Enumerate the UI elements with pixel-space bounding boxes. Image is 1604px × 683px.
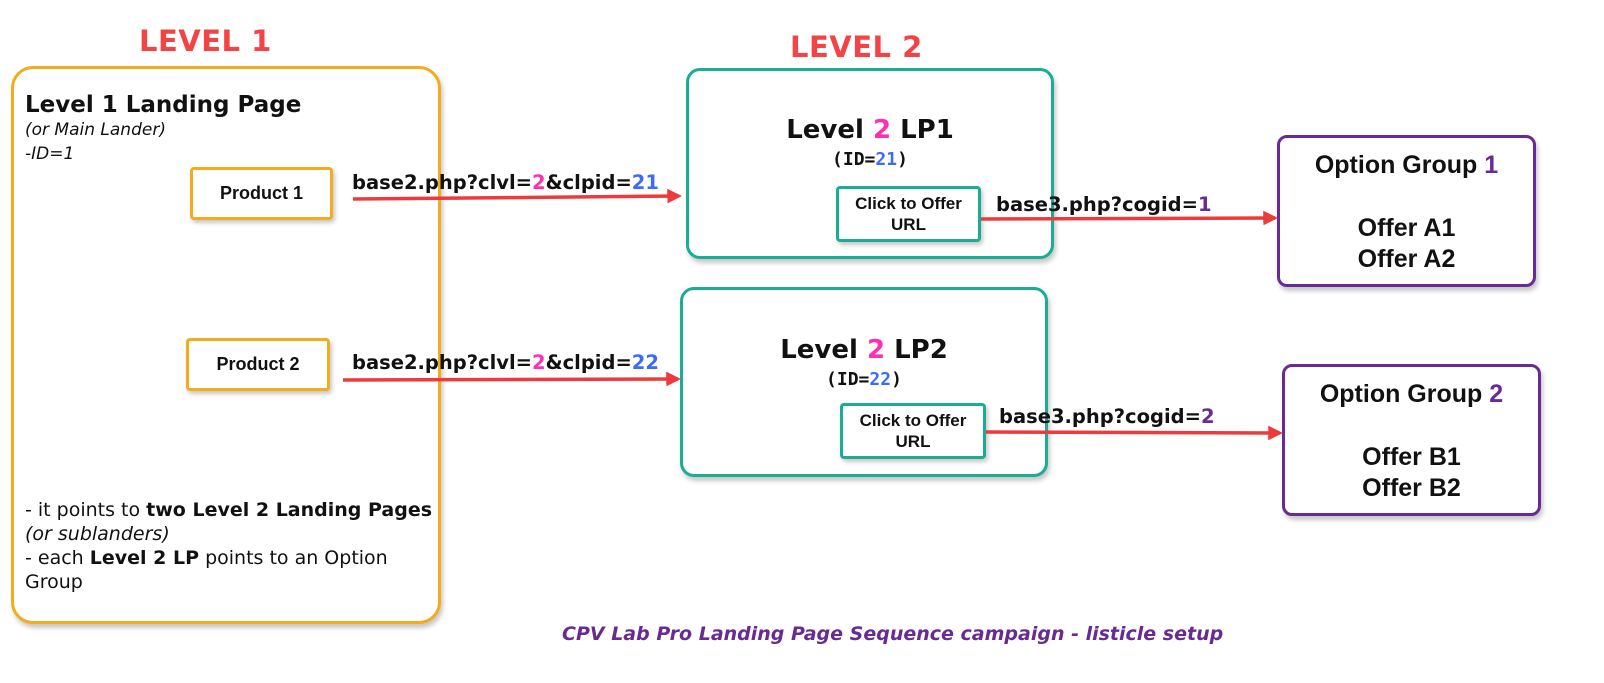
product-1-button[interactable]: Product 1: [190, 167, 333, 220]
offer-b2: Offer B2: [1362, 474, 1461, 502]
offer-a2: Offer A2: [1357, 245, 1456, 273]
level-2-lp1-box: Level 2 LP1 (ID=21): [686, 68, 1054, 259]
link1-prefix: base2.php?clvl=: [352, 171, 533, 194]
level-2-heading: LEVEL 2: [790, 30, 923, 64]
level-1-id: -ID=1: [25, 144, 75, 164]
level-1-title: Level 1 Landing Page: [25, 92, 302, 118]
level-1-subtitle: (or Main Lander): [25, 120, 166, 140]
desc-line2-suffix: points to an Option Group: [25, 547, 388, 593]
option-group-1-box: Option Group 1 Offer A1 Offer A2: [1277, 135, 1536, 287]
lp2-id-prefix: (ID=: [826, 369, 870, 390]
lp2-title-level: 2: [866, 335, 886, 365]
link-1-url: base2.php?clvl=2&clpid=21: [352, 171, 659, 194]
link2-prefix: base2.php?clvl=: [352, 351, 533, 374]
desc-line1-bold: two Level 2 Landing Pages: [146, 499, 433, 521]
lp2-offer-btn-line1: Click to Offer: [859, 411, 967, 430]
lp2-click-to-offer-button[interactable]: Click to Offer URL: [840, 403, 986, 459]
link1-lvl: 2: [532, 171, 546, 194]
lp1-offer-btn-line1: Click to Offer: [855, 194, 962, 213]
lp1-title-suffix: LP1: [891, 115, 954, 145]
level-1-description: - it points to two Level 2 Landing Pages…: [25, 498, 435, 594]
product-2-button[interactable]: Product 2: [186, 338, 330, 391]
offer-b1: Offer B1: [1362, 443, 1461, 471]
link2-mid: &clpid=: [545, 351, 632, 374]
desc-line2-bold: Level 2 LP: [89, 547, 200, 569]
lp1-id-suffix: ): [897, 149, 908, 170]
lp1-title-prefix: Level: [786, 115, 873, 145]
offer-link1-id: 1: [1197, 193, 1212, 216]
og2-title-num: 2: [1489, 380, 1504, 408]
link2-lvl: 2: [532, 351, 546, 374]
link-2-url: base2.php?clvl=2&clpid=22: [352, 351, 659, 374]
desc-line2-prefix: - each: [25, 547, 90, 569]
lp2-title-prefix: Level: [780, 335, 867, 365]
offer-link-2-url: base3.php?cogid=2: [999, 405, 1215, 428]
lp1-offer-btn-line2: URL: [891, 215, 926, 234]
diagram-caption: CPV Lab Pro Landing Page Sequence campai…: [562, 623, 1224, 645]
option-group-2-box: Option Group 2 Offer B1 Offer B2: [1282, 364, 1541, 516]
lp1-click-to-offer-button[interactable]: Click to Offer URL: [836, 186, 981, 242]
link2-id: 22: [631, 351, 659, 374]
lp2-offer-btn-line2: URL: [895, 432, 931, 451]
lp2-title: Level 2 LP2: [683, 335, 1045, 365]
lp2-id-suffix: ): [891, 369, 902, 390]
lp1-title: Level 2 LP1: [689, 115, 1051, 145]
lp1-id: (ID=21): [689, 149, 1051, 170]
link1-id: 21: [631, 171, 659, 194]
link1-mid: &clpid=: [545, 171, 632, 194]
og1-title-text: Option Group: [1314, 151, 1485, 179]
level-1-heading: LEVEL 1: [139, 24, 272, 58]
lp2-id-value: 22: [869, 369, 892, 390]
lp1-id-prefix: (ID=: [832, 149, 876, 170]
lp1-id-value: 21: [875, 149, 898, 170]
og1-title-num: 1: [1484, 151, 1499, 179]
lp1-title-level: 2: [872, 115, 892, 145]
offer-link2-id: 2: [1200, 405, 1215, 428]
offer-link1-prefix: base3.php?cogid=: [996, 193, 1198, 216]
desc-line1-italic: (or sublanders): [25, 523, 170, 545]
offer-link-1-url: base3.php?cogid=1: [996, 193, 1212, 216]
lp2-title-suffix: LP2: [885, 335, 948, 365]
offer-link2-prefix: base3.php?cogid=: [999, 405, 1201, 428]
offer-a1: Offer A1: [1357, 214, 1456, 242]
option-group-2-title: Option Group 2: [1285, 380, 1538, 409]
lp2-id: (ID=22): [683, 369, 1045, 390]
desc-line1-prefix: - it points to: [25, 499, 147, 521]
option-group-1-title: Option Group 1: [1280, 151, 1533, 180]
og2-title-text: Option Group: [1319, 380, 1490, 408]
